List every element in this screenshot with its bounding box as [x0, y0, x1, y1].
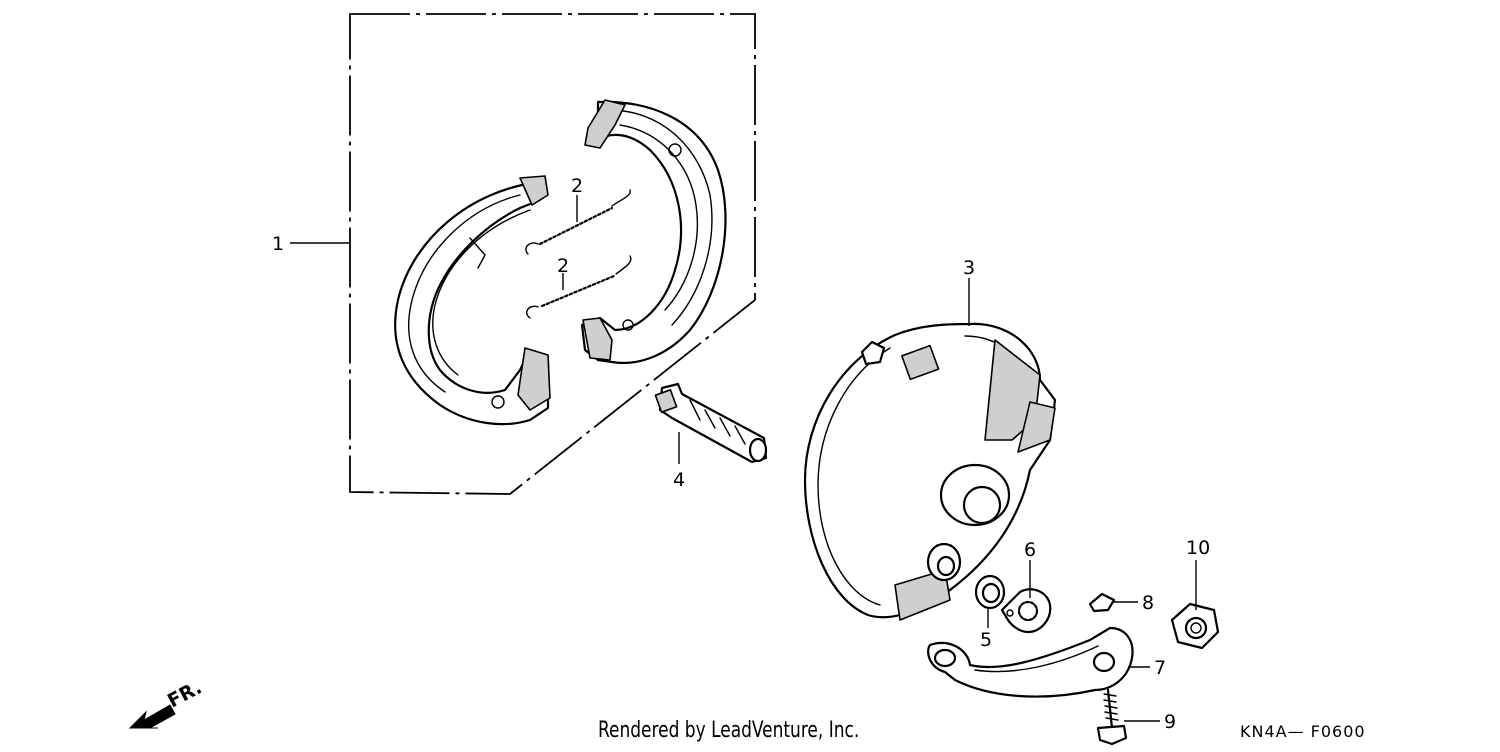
return-spring-upper[interactable]	[525, 189, 631, 255]
brake-panel[interactable]	[803, 322, 1057, 621]
render-credit: Rendered by LeadVenture, Inc.	[598, 718, 860, 743]
diagram-code: KN4A— F0600	[1240, 722, 1366, 741]
brake-shoe-kit-boundary	[349, 13, 756, 495]
return-spring-lower[interactable]	[526, 255, 632, 319]
axle-nut[interactable]	[1170, 602, 1220, 650]
callout-9: 9	[1164, 711, 1176, 733]
arrow-forward-icon	[128, 704, 176, 729]
brake-shoe-right[interactable]	[580, 99, 727, 364]
brake-arm[interactable]	[927, 626, 1134, 698]
callout-6: 6	[1024, 539, 1036, 561]
wear-indicator-plate[interactable]	[1000, 588, 1052, 634]
callout-1: 1	[272, 233, 284, 255]
callout-3: 3	[963, 257, 975, 279]
brake-shoe-left[interactable]	[394, 175, 551, 426]
callout-5: 5	[980, 629, 992, 651]
callout-2-upper: 2	[571, 175, 583, 197]
callout-10: 10	[1186, 537, 1210, 559]
callout-2-lower: 2	[557, 255, 569, 277]
leader-lines	[290, 195, 1197, 722]
callout-4: 4	[673, 469, 685, 491]
brake-cam[interactable]	[654, 382, 768, 464]
callout-8: 8	[1142, 592, 1154, 614]
arm-bolt[interactable]	[1096, 688, 1128, 746]
callout-7: 7	[1154, 657, 1166, 679]
indicator-clip[interactable]	[1088, 592, 1116, 613]
dust-seal[interactable]	[974, 574, 1006, 610]
